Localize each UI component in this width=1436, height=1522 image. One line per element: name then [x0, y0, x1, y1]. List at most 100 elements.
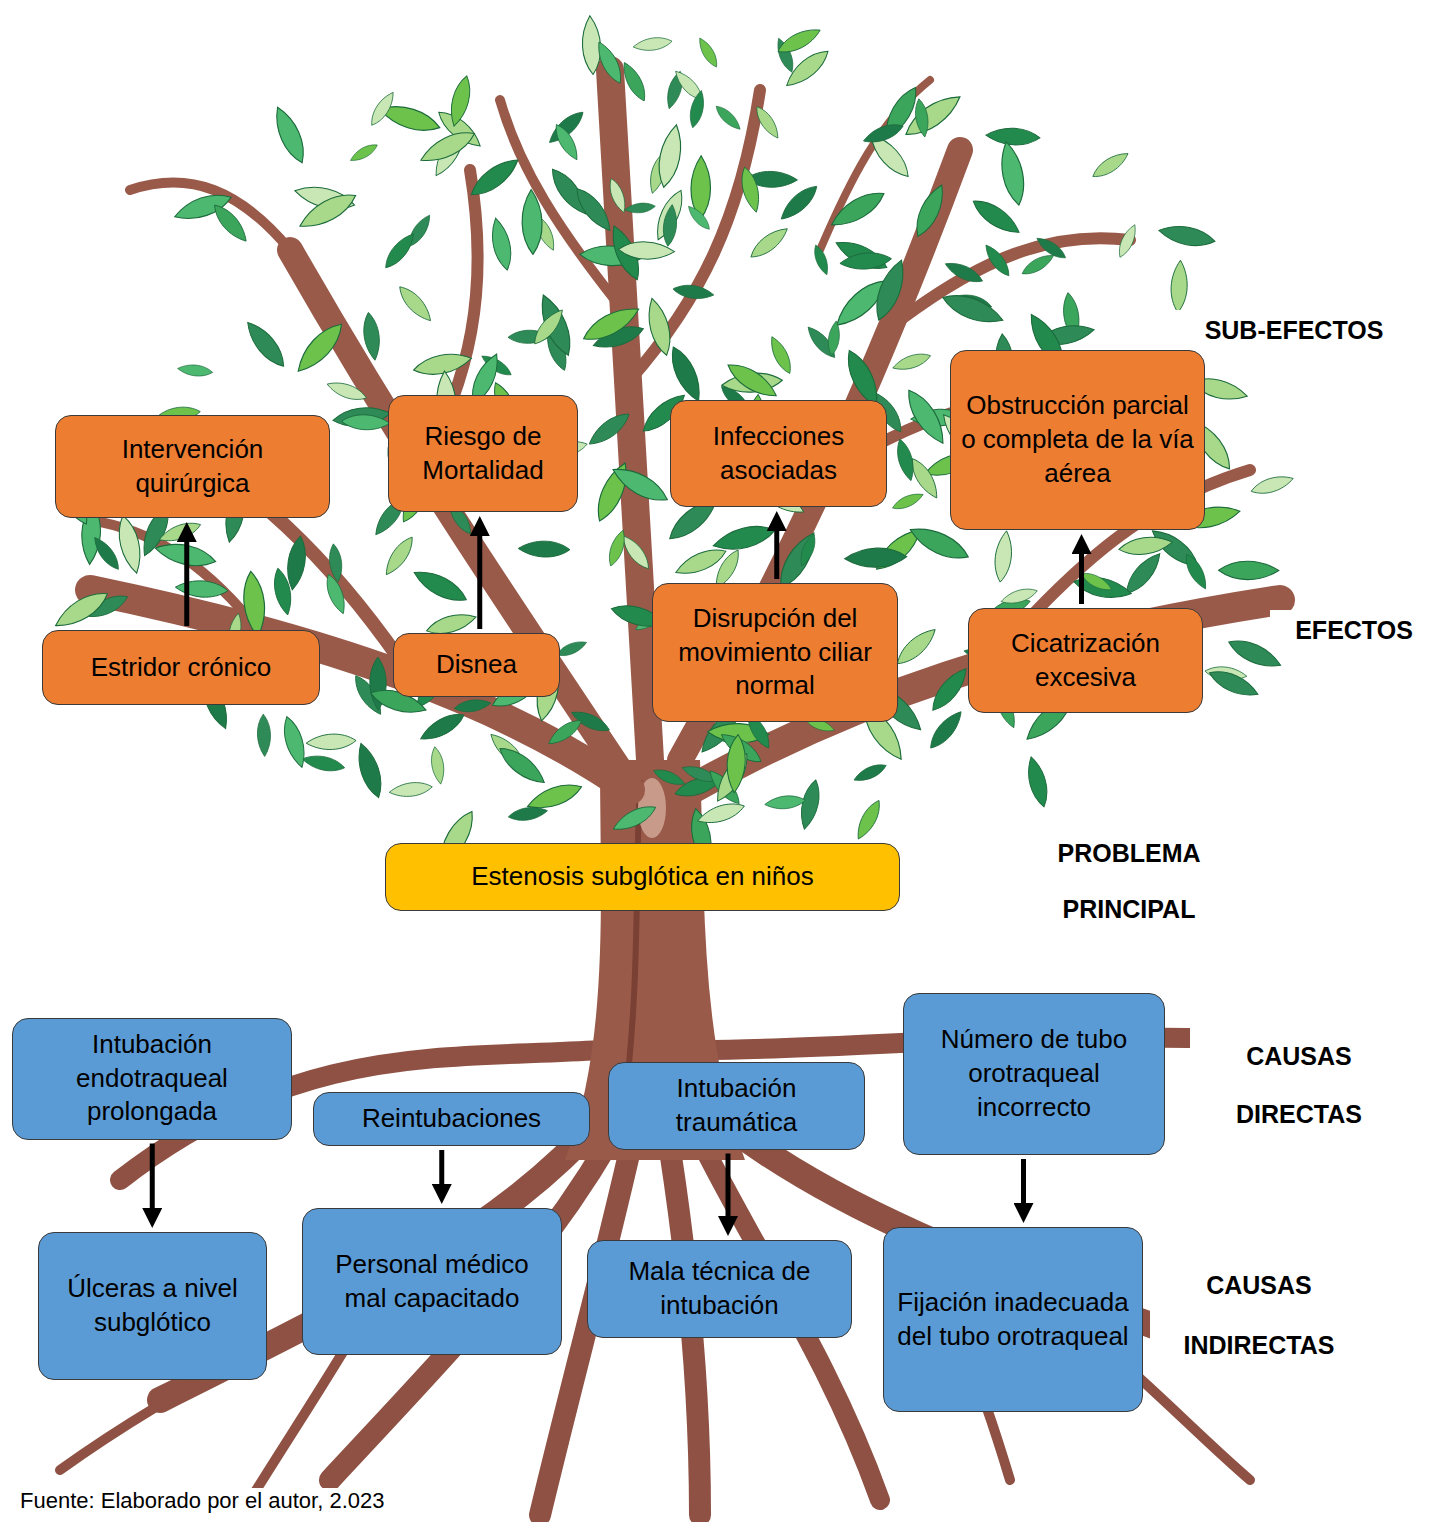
leaf [410, 565, 470, 608]
leaf [279, 714, 310, 769]
leaf [892, 624, 940, 670]
leaf [388, 780, 433, 799]
effect-box: Estridor crónico [42, 630, 320, 705]
box-text: Cicatrización excesiva [979, 627, 1192, 695]
box-text: Intubación traumática [619, 1072, 854, 1140]
connector-arrow [477, 536, 482, 629]
box-text: Úlceras a nivel subglótico [49, 1272, 256, 1340]
leaf [606, 177, 629, 215]
leaf [826, 320, 841, 356]
leaf [1249, 472, 1295, 498]
leaf [241, 317, 290, 372]
tree-branch [630, 90, 760, 380]
leaf [579, 301, 643, 347]
leaf [910, 181, 950, 240]
leaf [891, 350, 933, 374]
box-text: Obstrucción parcial o completa de la vía… [961, 389, 1194, 490]
leaf [844, 547, 907, 568]
leaf [301, 752, 346, 774]
leaf [1157, 222, 1216, 250]
leaf [752, 103, 783, 141]
leaf [488, 216, 516, 271]
leaf [177, 363, 213, 378]
leaf [766, 334, 795, 376]
tree-branch [900, 238, 1130, 320]
leaf [764, 794, 806, 811]
leaf [725, 734, 747, 793]
leaf [209, 200, 252, 246]
leaf [1079, 569, 1114, 594]
connector-arrow [774, 531, 779, 579]
leaf [545, 716, 585, 749]
problem-box: Estenosis subglótica en niños [385, 843, 900, 911]
sub-effect-box: Obstrucción parcial o completa de la vía… [950, 350, 1205, 530]
leaf [175, 579, 229, 599]
leaf [985, 127, 1040, 146]
indirect-cause-box: Mala técnica de intubación [587, 1240, 852, 1338]
leaf [348, 141, 380, 165]
leaf [775, 24, 824, 58]
tree-branch [610, 70, 650, 760]
leaf [654, 123, 686, 189]
leaf [114, 513, 145, 575]
leaf [939, 288, 1006, 329]
leaf [999, 585, 1039, 607]
leaf [361, 311, 382, 361]
box-text: Disrupción del movimiento ciliar normal [663, 602, 887, 703]
box-text: Personal médico mal capacitado [313, 1248, 551, 1316]
connector-arrow [726, 1154, 731, 1217]
leaf [665, 343, 707, 405]
section-label: CAUSAS DIRECTAS [1190, 1027, 1408, 1143]
leaf [687, 89, 707, 129]
leaf [529, 306, 567, 348]
tree-branch [820, 80, 930, 250]
box-text: Estenosis subglótica en niños [471, 860, 814, 894]
direct-cause-box: Reintubaciones [313, 1092, 590, 1146]
leaf [943, 258, 985, 287]
leaf [241, 570, 268, 637]
connector-arrow [439, 1150, 444, 1184]
connector-arrow [1079, 554, 1084, 604]
leaf [827, 185, 889, 232]
leaf [797, 778, 824, 831]
leaf [723, 358, 781, 403]
indirect-cause-box: Úlceras a nivel subglótico [38, 1232, 267, 1380]
leaf [453, 697, 491, 714]
effect-box: Disrupción del movimiento ciliar normal [652, 583, 898, 722]
box-text: Mala técnica de intubación [598, 1255, 841, 1323]
leaf [894, 438, 918, 483]
leaf [395, 282, 436, 325]
leaf [417, 125, 479, 168]
leaf [913, 98, 931, 138]
box-text: Intubación endotraqueal prolongada [23, 1028, 281, 1129]
box-text: Intervención quirúrgica [66, 433, 319, 501]
leaf [571, 184, 617, 236]
leaf [1181, 551, 1211, 592]
sub-effect-box: Intervención quirúrgica [55, 415, 330, 518]
leaf [429, 746, 446, 785]
leaf [1034, 234, 1069, 262]
tree-branch [500, 100, 615, 300]
leaf [643, 296, 675, 357]
leaf [1019, 251, 1056, 279]
leaf [325, 378, 369, 404]
leaf [417, 708, 468, 745]
indirect-cause-box: Fijación inadecuada del tubo orotraqueal [883, 1227, 1143, 1412]
leaf [257, 714, 271, 757]
box-text: Estridor crónico [91, 651, 272, 685]
leaf [651, 766, 687, 789]
leaf [605, 528, 628, 568]
leaf [711, 521, 778, 556]
leaf [381, 230, 419, 272]
tree-leaves [49, 15, 1295, 870]
leaf [610, 801, 659, 836]
leaf [295, 187, 360, 235]
leaf [618, 241, 675, 260]
leaf [1206, 665, 1261, 701]
leaf [672, 283, 715, 301]
leaf [685, 203, 713, 232]
leaf [1115, 222, 1140, 259]
connector-arrow [184, 542, 189, 626]
leaf [521, 189, 543, 254]
